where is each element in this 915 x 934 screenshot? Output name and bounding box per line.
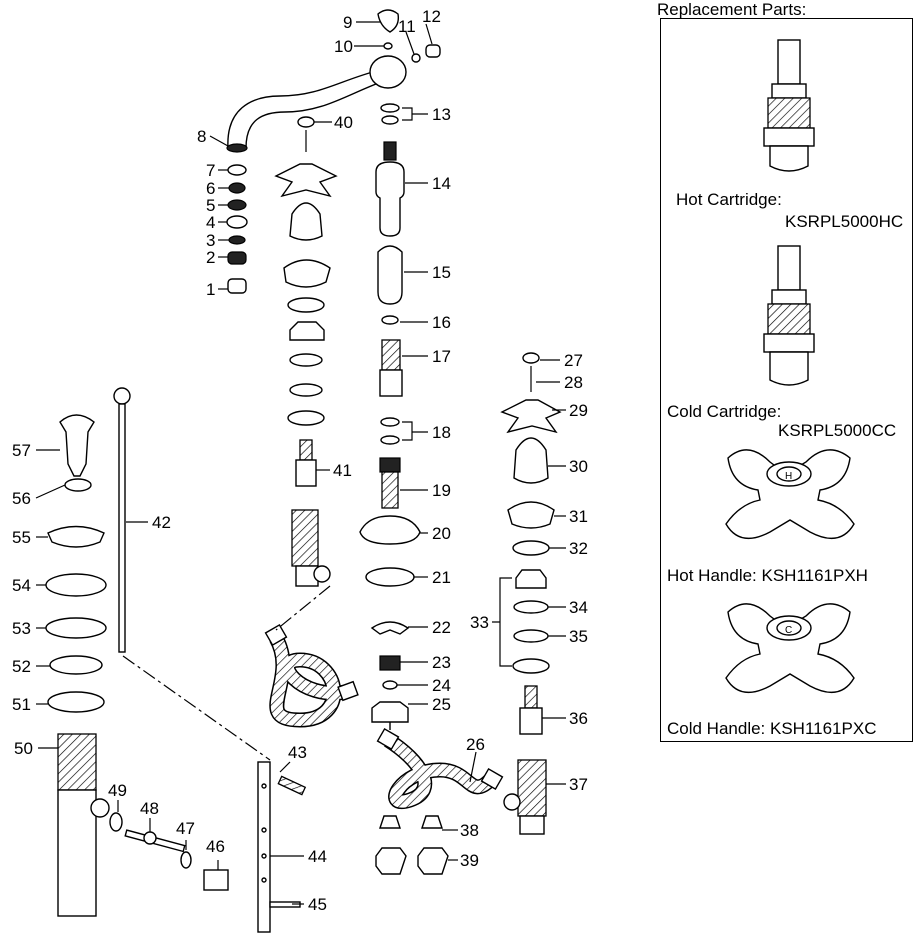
callout-31: 31 <box>569 507 588 526</box>
callout-32: 32 <box>569 539 588 558</box>
hot-handle-label: Hot Handle: KSH1161PXH <box>667 566 868 585</box>
callout-19: 19 <box>432 481 451 500</box>
callout-55: 55 <box>12 528 31 547</box>
cold-handle-letter: C <box>785 625 792 636</box>
callout-37: 37 <box>569 775 588 794</box>
callout-48: 48 <box>140 799 159 818</box>
callout-8: 8 <box>197 127 206 146</box>
callout-36: 36 <box>569 709 588 728</box>
callout-18: 18 <box>432 423 451 442</box>
callout-2: 2 <box>206 248 215 267</box>
callout-35: 35 <box>569 627 588 646</box>
callout-33: 33 <box>470 613 489 632</box>
callout-47: 47 <box>176 819 195 838</box>
callout-13: 13 <box>432 105 451 124</box>
callout-49: 49 <box>108 781 127 800</box>
callout-6: 6 <box>206 179 215 198</box>
callout-4: 4 <box>206 213 215 232</box>
callout-51: 51 <box>12 695 31 714</box>
hot-handle-letter: H <box>785 471 792 482</box>
callout-30: 30 <box>569 457 588 476</box>
callout-43: 43 <box>288 743 307 762</box>
callout-50: 50 <box>14 739 33 758</box>
callout-29: 29 <box>569 401 588 420</box>
callout-10: 10 <box>334 37 353 56</box>
cold-handle-drawing: C <box>725 603 855 694</box>
callout-3: 3 <box>206 231 215 250</box>
center-column <box>359 103 421 730</box>
compression-fittings <box>375 815 449 875</box>
callout-7: 7 <box>206 161 215 180</box>
right-handle-column <box>500 352 562 835</box>
cold-cartridge-part: KSRPL5000CC <box>778 421 897 440</box>
cold-cartridge-label: Cold Cartridge: <box>667 402 782 421</box>
cold-cartridge-drawing <box>763 245 815 386</box>
callout-57: 57 <box>12 441 31 460</box>
callout-15: 15 <box>432 263 451 282</box>
callout-labels: 1 2 3 4 5 6 7 8 9 10 11 12 13 14 15 16 1… <box>12 7 588 914</box>
callout-34: 34 <box>569 598 588 617</box>
callout-54: 54 <box>12 576 31 595</box>
cold-handle-label: Cold Handle: KSH1161PXC <box>667 719 877 738</box>
replacement-parts-panel <box>660 18 913 742</box>
callout-56: 56 <box>12 489 31 508</box>
callout-17: 17 <box>432 347 451 366</box>
callout-16: 16 <box>432 313 451 332</box>
callout-1: 1 <box>206 280 215 299</box>
left-handle-column <box>274 116 338 587</box>
spout-cap <box>377 9 441 63</box>
callout-42: 42 <box>152 513 171 532</box>
callout-45: 45 <box>308 895 327 914</box>
callout-21: 21 <box>432 568 451 587</box>
callout-52: 52 <box>12 657 31 676</box>
callout-27: 27 <box>564 351 583 370</box>
callout-22: 22 <box>432 618 451 637</box>
callout-39: 39 <box>460 851 479 870</box>
callout-24: 24 <box>432 676 451 695</box>
callout-leaders <box>35 21 566 905</box>
callout-46: 46 <box>206 837 225 856</box>
callout-40: 40 <box>334 113 353 132</box>
callout-23: 23 <box>432 653 451 672</box>
callout-9: 9 <box>343 13 352 32</box>
panel-title: Replacement Parts: <box>657 0 807 19</box>
spout <box>226 55 407 153</box>
callout-25: 25 <box>432 695 451 714</box>
callout-53: 53 <box>12 619 31 638</box>
callout-11: 11 <box>398 17 416 36</box>
callout-5: 5 <box>206 196 215 215</box>
callout-26: 26 <box>466 735 485 754</box>
hot-cartridge-drawing <box>763 39 815 172</box>
hot-cartridge-part: KSRPL5000HC <box>785 212 904 231</box>
callout-44: 44 <box>308 847 327 866</box>
callout-28: 28 <box>564 373 583 392</box>
aerator-stack <box>226 164 248 294</box>
callout-12: 12 <box>422 7 441 26</box>
hoses <box>264 623 504 810</box>
callout-14: 14 <box>432 174 451 193</box>
hot-cartridge-label: Hot Cartridge: <box>676 190 782 209</box>
hot-handle-drawing: H <box>725 449 855 540</box>
callout-41: 41 <box>333 461 352 480</box>
callout-38: 38 <box>460 821 479 840</box>
drain-assembly <box>45 387 331 933</box>
callout-20: 20 <box>432 524 451 543</box>
